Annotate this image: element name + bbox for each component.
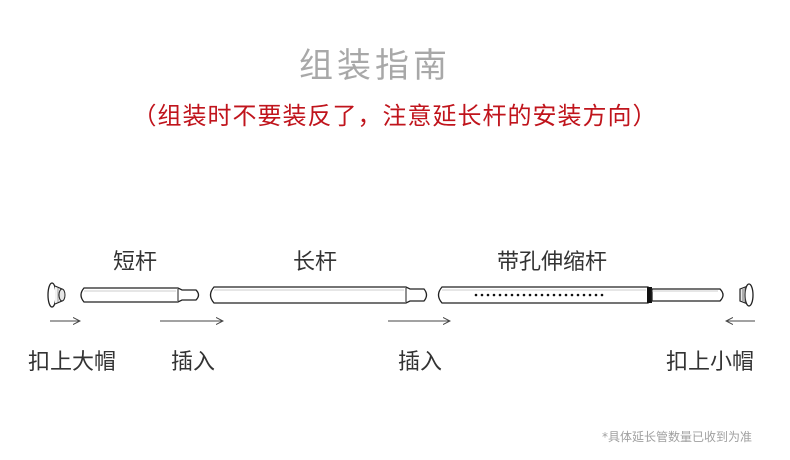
short-rod-icon [80, 287, 200, 303]
small-cap-icon [739, 283, 754, 307]
assembly-warning: （组装时不要装反了，注意延长杆的安装方向） [132, 102, 658, 130]
big-cap-icon [47, 282, 66, 308]
quantity-note: *具体延长管数量已收到为准 [601, 430, 752, 444]
insert-step-label-1: 插入 [171, 350, 216, 375]
telescopic-rod-label: 带孔伸缩杆 [497, 250, 608, 275]
rod-holes [474, 293, 604, 297]
telescopic-rod-icon [437, 286, 724, 304]
short-rod-label: 短杆 [113, 250, 158, 275]
page-title: 组装指南 [299, 46, 451, 86]
left-cap-step-label: 扣上大帽 [28, 350, 117, 375]
long-rod-icon [209, 286, 428, 304]
insert-step-label-2: 插入 [398, 350, 443, 375]
right-cap-step-label: 扣上小帽 [666, 350, 755, 375]
long-rod-label: 长杆 [293, 250, 338, 275]
